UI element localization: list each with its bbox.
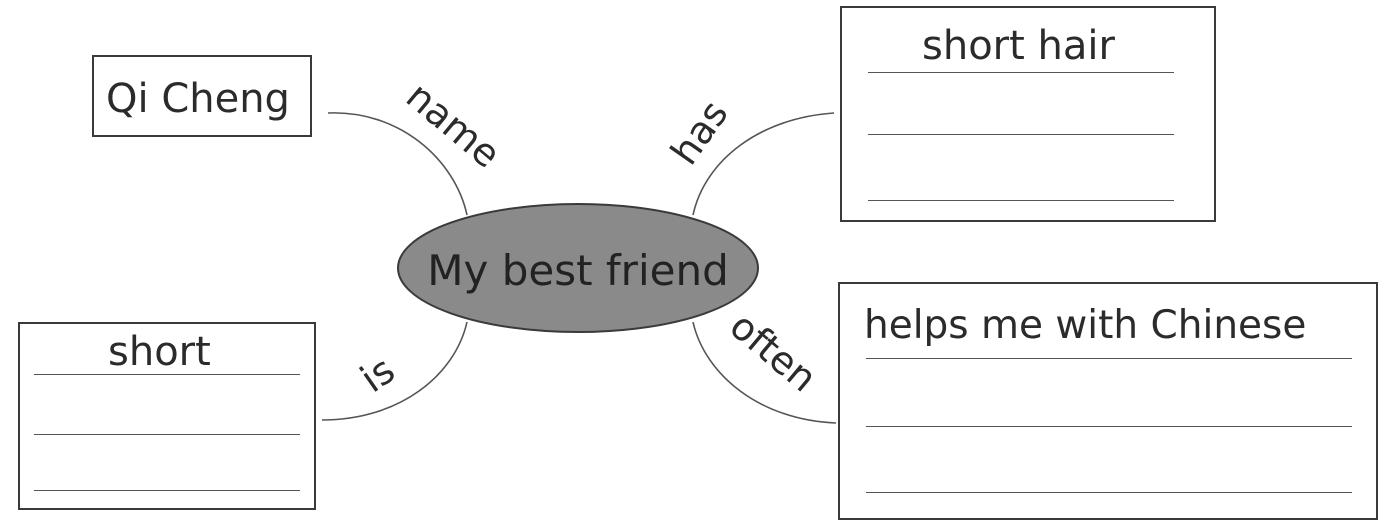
center-label: My best friend [427, 246, 729, 295]
branch-label-is: is [352, 348, 402, 401]
answer-line [34, 374, 300, 375]
answer-line [868, 134, 1174, 135]
branch-label-has: has [662, 92, 737, 172]
has-box[interactable]: short hair [840, 6, 1216, 222]
answer-line [868, 72, 1174, 73]
branch-label-often: often [722, 304, 826, 401]
center-ellipse [397, 203, 759, 333]
name-answer: Qi Cheng [106, 76, 290, 122]
connector-often [692, 321, 837, 424]
answer-line [34, 434, 300, 435]
is-answer: short [108, 329, 211, 375]
connector-has [692, 112, 835, 216]
answer-line [866, 492, 1352, 493]
answer-line [866, 426, 1352, 427]
answer-line [34, 490, 300, 491]
often-answer: helps me with Chinese [864, 303, 1307, 348]
is-box[interactable]: short [18, 322, 316, 510]
answer-line [866, 358, 1352, 359]
branch-label-name: name [398, 74, 509, 177]
has-answer: short hair [922, 23, 1115, 69]
answer-line [868, 200, 1174, 201]
connector-name [327, 112, 468, 216]
connector-is [321, 321, 468, 421]
often-box[interactable]: helps me with Chinese [838, 282, 1378, 520]
name-box: Qi Cheng [92, 55, 312, 137]
